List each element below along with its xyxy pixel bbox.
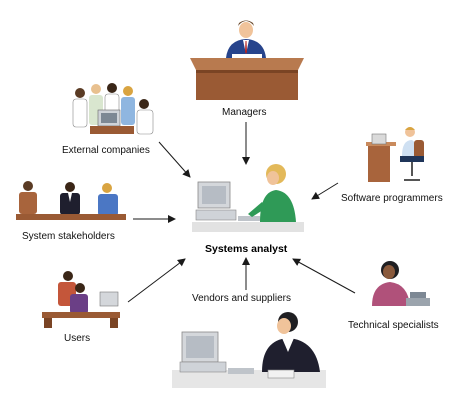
arrow-users: [127, 258, 186, 303]
node-vendors-label: Vendors and suppliers: [192, 293, 291, 304]
technical-specialists-illustration: [372, 261, 430, 306]
systems-analyst-illustration: [192, 164, 304, 232]
node-system-stakeholders-label: System stakeholders: [22, 231, 115, 242]
system-stakeholders-illustration: [16, 181, 126, 220]
managers-illustration: [190, 20, 304, 100]
software-programmers-illustration: [366, 127, 424, 182]
users-illustration: [42, 271, 120, 328]
node-managers-label: Managers: [222, 107, 267, 118]
vendors-and-suppliers-illustration: [172, 312, 326, 388]
systems-analyst-label: Systems analyst: [205, 243, 288, 255]
arrow-external-companies: [158, 141, 191, 178]
arrow-software-programmers: [311, 182, 339, 200]
node-technical-specialists-label: Technical specialists: [348, 320, 439, 331]
node-users-label: Users: [64, 333, 91, 344]
node-software-programmers-label: Software programmers: [341, 193, 443, 204]
external-companies-illustration: [72, 83, 154, 135]
node-external-companies-label: External companies: [62, 145, 150, 156]
arrow-technical-specialists: [292, 258, 356, 294]
